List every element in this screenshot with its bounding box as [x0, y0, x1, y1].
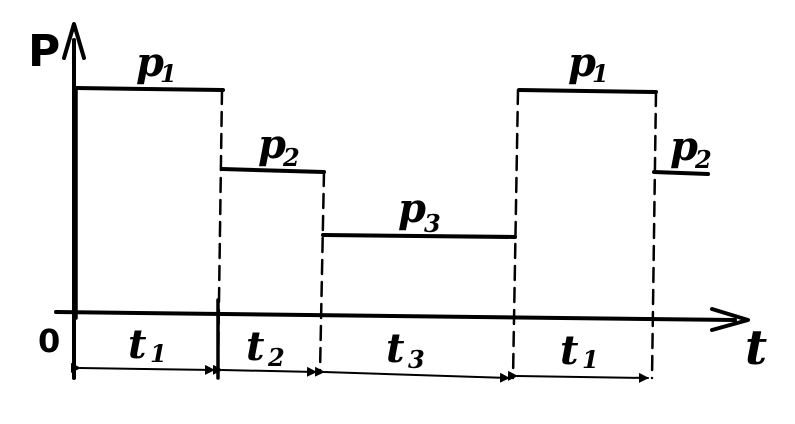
svg-text:3: 3 — [408, 345, 425, 374]
label-p2-first: p 2 — [258, 121, 300, 172]
svg-text:1: 1 — [592, 59, 609, 88]
x-axis-arrowhead — [710, 307, 750, 332]
dim-arrow-t2 — [212, 364, 317, 377]
label-p2-second: p 2 — [670, 123, 712, 174]
level-p1-second — [517, 88, 658, 94]
svg-text:2: 2 — [267, 343, 285, 372]
dim-arrow-t3 — [314, 366, 510, 383]
dim-arrow-t1-second — [507, 370, 649, 383]
level-p1-first — [74, 86, 225, 92]
label-p1-first: p 1 — [136, 39, 177, 88]
label-t2: t 2 — [246, 323, 285, 372]
x-axis-label: t — [745, 320, 767, 376]
y-axis-label: P — [28, 26, 60, 77]
label-p3: p 3 — [398, 185, 441, 238]
level-p3 — [321, 233, 517, 239]
origin-label: 0 — [38, 322, 60, 360]
y-axis-arrowhead — [62, 22, 86, 60]
label-t1-first: t 1 — [128, 321, 167, 368]
svg-text:1: 1 — [582, 345, 599, 374]
level-p2-first — [220, 167, 326, 174]
svg-text:1: 1 — [160, 59, 177, 88]
svg-text:p: p — [568, 39, 596, 86]
label-p1-second: p 1 — [568, 39, 609, 88]
svg-text:2: 2 — [694, 145, 712, 174]
edge-dashed-2 — [318, 170, 326, 374]
label-t3: t 3 — [386, 325, 425, 374]
label-t1-second: t 1 — [560, 327, 599, 374]
svg-text:2: 2 — [282, 143, 300, 172]
svg-text:t: t — [246, 323, 265, 370]
svg-text:p: p — [136, 39, 164, 86]
edge-dashed-3 — [511, 88, 520, 380]
svg-text:t: t — [386, 325, 405, 372]
svg-text:1: 1 — [150, 339, 167, 368]
svg-text:t: t — [560, 327, 579, 374]
edge-dashed-4 — [650, 90, 658, 380]
svg-text:p: p — [258, 121, 286, 168]
dim-arrow-t1-first — [70, 362, 215, 375]
svg-text:p: p — [670, 123, 698, 170]
svg-text:3: 3 — [424, 209, 441, 238]
x-axis — [54, 310, 737, 322]
svg-text:t: t — [128, 321, 147, 368]
level-p2-second — [652, 170, 710, 176]
svg-text:p: p — [398, 185, 426, 232]
